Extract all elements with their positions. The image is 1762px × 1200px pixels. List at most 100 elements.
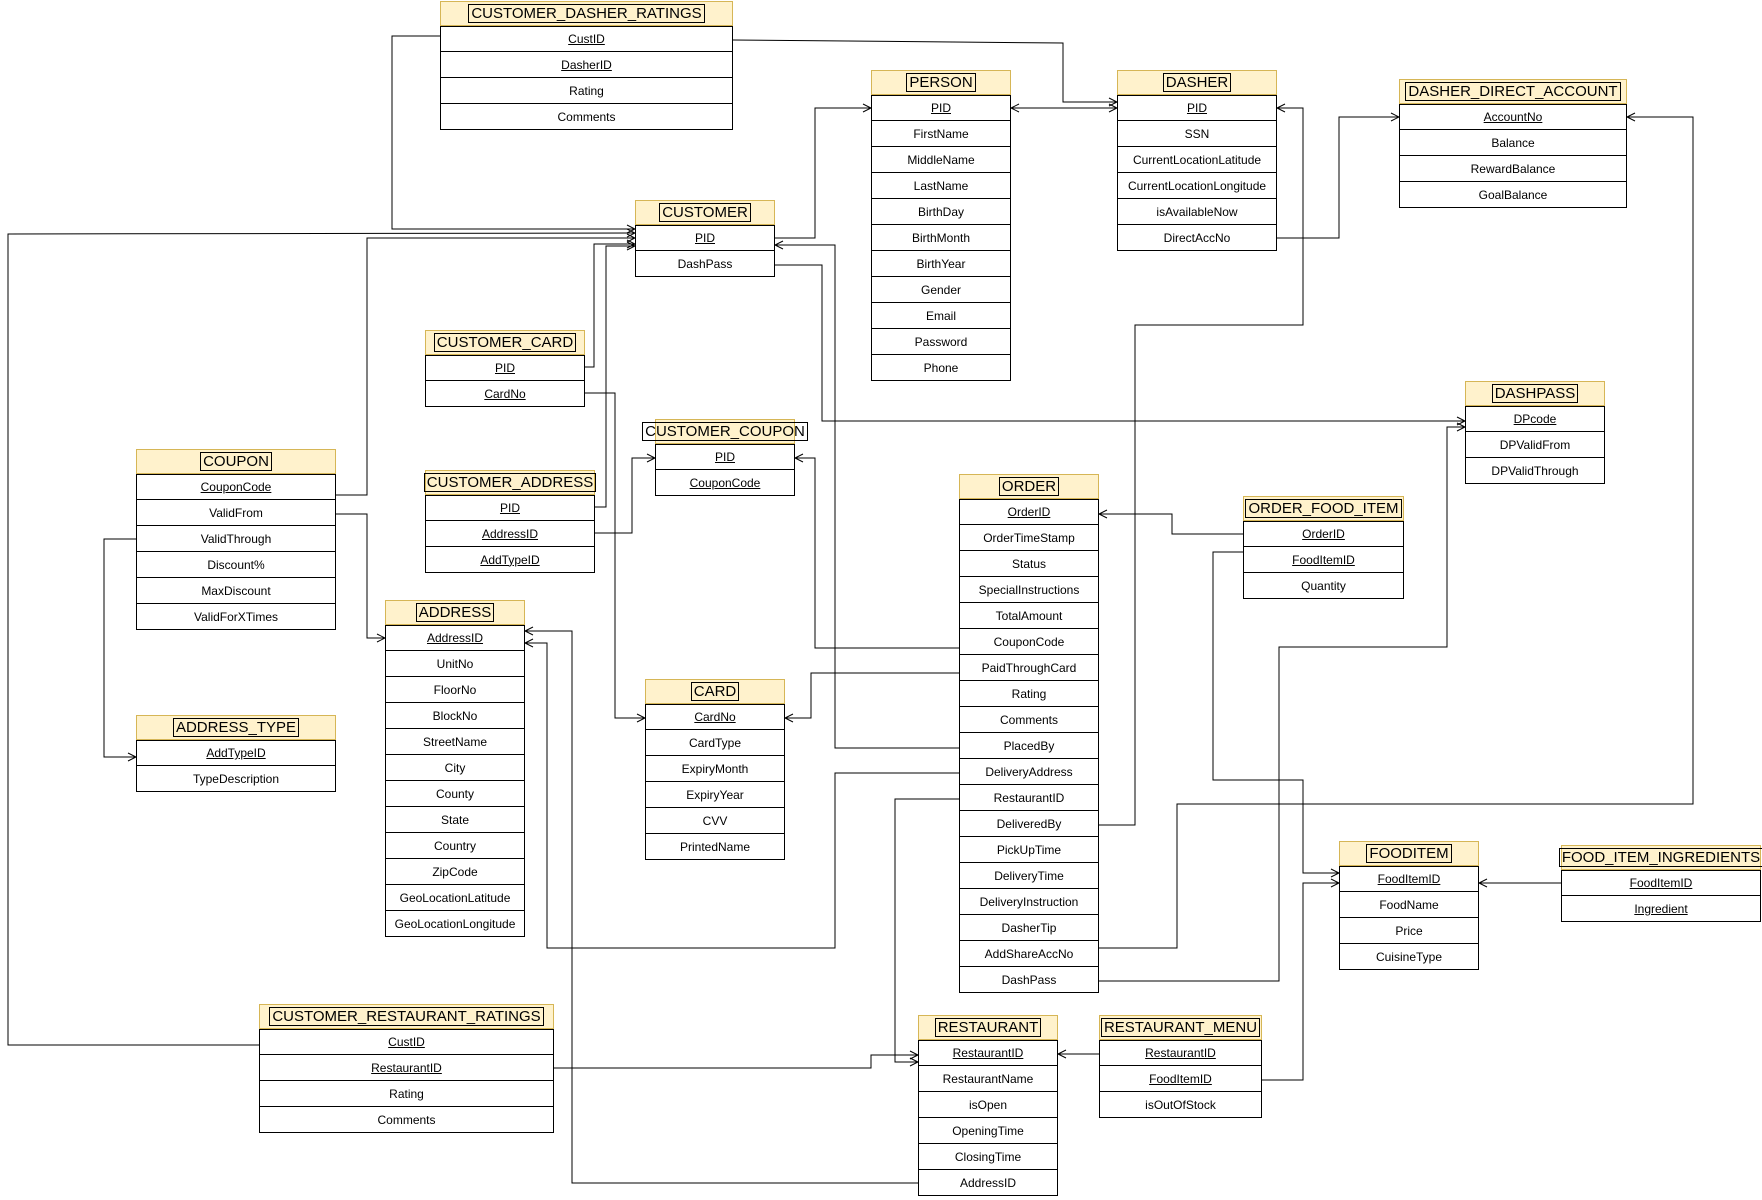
- relationship-line: [775, 107, 871, 239]
- attribute-field: DashPass: [959, 967, 1099, 993]
- attribute-field: MiddleName: [871, 147, 1011, 173]
- attribute-field: isOutOfStock: [1099, 1092, 1262, 1118]
- attribute-field: DPValidThrough: [1465, 458, 1605, 484]
- relationship-line: [795, 457, 959, 649]
- attribute-field: CouponCode: [959, 629, 1099, 655]
- attribute-field: County: [385, 781, 525, 807]
- attribute-field: ValidFrom: [136, 500, 336, 526]
- entity-title: CUSTOMER_RESTAURANT_RATINGS: [269, 1007, 544, 1026]
- attribute-field: BirthDay: [871, 199, 1011, 225]
- key-field: PID: [425, 355, 585, 381]
- attribute-field: DeliveredBy: [959, 811, 1099, 837]
- attribute-field: CurrentLocationLatitude: [1117, 147, 1277, 173]
- entity-header: CUSTOMER_ADDRESS: [423, 470, 597, 495]
- key-field: AccountNo: [1399, 104, 1627, 130]
- attribute-field: Status: [959, 551, 1099, 577]
- attribute-field: Comments: [959, 707, 1099, 733]
- key-field: PID: [871, 95, 1011, 121]
- relationship-line: [1099, 513, 1243, 535]
- attribute-field: Password: [871, 329, 1011, 355]
- attribute-field: FirstName: [871, 121, 1011, 147]
- arrow-head-icon: [1456, 422, 1467, 432]
- attribute-field: AddressID: [918, 1170, 1058, 1196]
- key-field: RestaurantID: [1099, 1040, 1262, 1066]
- arrow-head-icon: [376, 633, 387, 643]
- arrow-head-icon: [1108, 103, 1119, 113]
- attribute-field: StreetName: [385, 729, 525, 755]
- attribute-field: TypeDescription: [136, 766, 336, 792]
- key-field: AddressID: [425, 521, 595, 547]
- key-field: PID: [425, 495, 595, 521]
- relationship-line: [336, 513, 385, 639]
- attribute-field: DeliveryInstruction: [959, 889, 1099, 915]
- key-field: Ingredient: [1561, 896, 1761, 922]
- entity-title: ORDER_FOOD_ITEM: [1245, 499, 1402, 518]
- arrow-head-icon: [523, 626, 534, 636]
- arrow-head-icon: [626, 233, 637, 243]
- attribute-field: UnitNo: [385, 651, 525, 677]
- attribute-field: FoodName: [1339, 892, 1479, 918]
- relationship-line: [595, 245, 635, 508]
- key-field: RestaurantID: [918, 1040, 1058, 1066]
- attribute-field: ValidThrough: [136, 526, 336, 552]
- arrow-head-icon: [636, 713, 647, 723]
- attribute-field: CuisineType: [1339, 944, 1479, 970]
- arrow-head-icon: [1108, 97, 1119, 107]
- key-field: FoodItemID: [1561, 870, 1761, 896]
- arrow-head-icon: [793, 453, 804, 463]
- entity-title: CUSTOMER_ADDRESS: [423, 473, 597, 492]
- relationship-line: [1262, 882, 1339, 1081]
- attribute-field: GeoLocationLatitude: [385, 885, 525, 911]
- key-field: FoodItemID: [1243, 547, 1404, 573]
- attribute-field: OrderTimeStamp: [959, 525, 1099, 551]
- attribute-field: Rating: [440, 78, 733, 104]
- entity-header: FOOD_ITEM_INGREDIENTS: [1558, 845, 1762, 870]
- arrow-head-icon: [1009, 103, 1020, 113]
- arrow-head-icon: [626, 239, 637, 249]
- entity-title: CARD: [690, 682, 740, 701]
- attribute-field: RestaurantName: [918, 1066, 1058, 1092]
- arrow-head-icon: [646, 453, 657, 463]
- attribute-field: ValidForXTimes: [136, 604, 336, 630]
- arrow-head-icon: [1275, 103, 1286, 113]
- key-field: FoodItemID: [1099, 1066, 1262, 1092]
- entity-header: ADDRESS: [385, 600, 525, 625]
- attribute-field: Phone: [871, 355, 1011, 381]
- arrow-head-icon: [783, 713, 794, 723]
- entity-title: FOODITEM: [1366, 844, 1452, 863]
- entity-header: DASHER: [1117, 70, 1277, 95]
- attribute-field: TotalAmount: [959, 603, 1099, 629]
- attribute-field: ClosingTime: [918, 1144, 1058, 1170]
- attribute-field: Email: [871, 303, 1011, 329]
- entity-header: PERSON: [871, 70, 1011, 95]
- entity-title: DASHER_DIRECT_ACCOUNT: [1405, 82, 1621, 101]
- attribute-field: DPValidFrom: [1465, 432, 1605, 458]
- attribute-field: BirthYear: [871, 251, 1011, 277]
- attribute-field: DashPass: [635, 251, 775, 277]
- key-field: CouponCode: [136, 474, 336, 500]
- arrow-head-icon: [773, 240, 784, 250]
- attribute-field: CardType: [645, 730, 785, 756]
- key-field: DPcode: [1465, 406, 1605, 432]
